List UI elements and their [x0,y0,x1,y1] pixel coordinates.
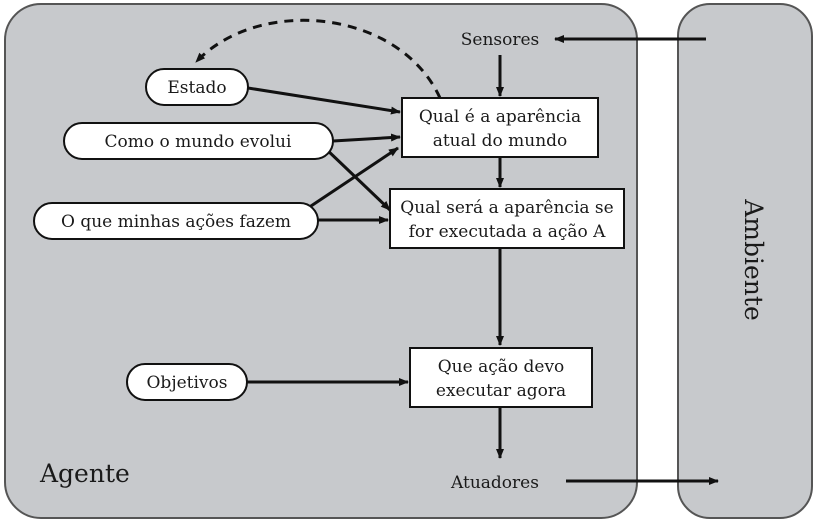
state-label: Estado [167,78,226,98]
state-o-que-minhas-acoes-fazem: O que minhas ações fazem [33,202,319,240]
arrow-acoes-to-box1 [304,146,399,212]
state-label: Como o mundo evolui [105,132,292,152]
environment-label: Ambiente [739,198,768,321]
box-line: Qual é a aparência [419,107,581,127]
actuators-label: Atuadores [450,473,539,493]
box-line: Qual será a aparência se [400,198,613,218]
box-line: executar agora [436,381,566,401]
box-aparencia-atual: Qual é a aparência atual do mundo [401,97,599,158]
sensors-label: Sensores [461,30,540,50]
box-line: atual do mundo [433,131,568,151]
arrow-como-to-box1 [332,133,401,143]
box-line: for executada a ação A [409,222,607,242]
arrow-como-to-box2 [323,146,392,212]
arrow-estado-to-box1 [247,86,401,115]
state-label: Objetivos [147,373,228,393]
box-que-acao: Que ação devo executar agora [409,347,593,408]
state-objetivos: Objetivos [126,363,248,401]
connectors [194,18,719,485]
state-estado: Estado [145,68,249,106]
environment-panel [677,3,813,519]
agent-panel [4,3,638,519]
arrow-dashed-update-state [194,18,442,99]
box-line: Que ação devo [438,357,565,377]
state-como-o-mundo-evolui: Como o mundo evolui [63,122,334,160]
agent-label: Agente [39,459,130,488]
box-aparencia-futura: Qual será a aparência se for executada a… [389,188,625,249]
state-label: O que minhas ações fazem [61,212,291,232]
